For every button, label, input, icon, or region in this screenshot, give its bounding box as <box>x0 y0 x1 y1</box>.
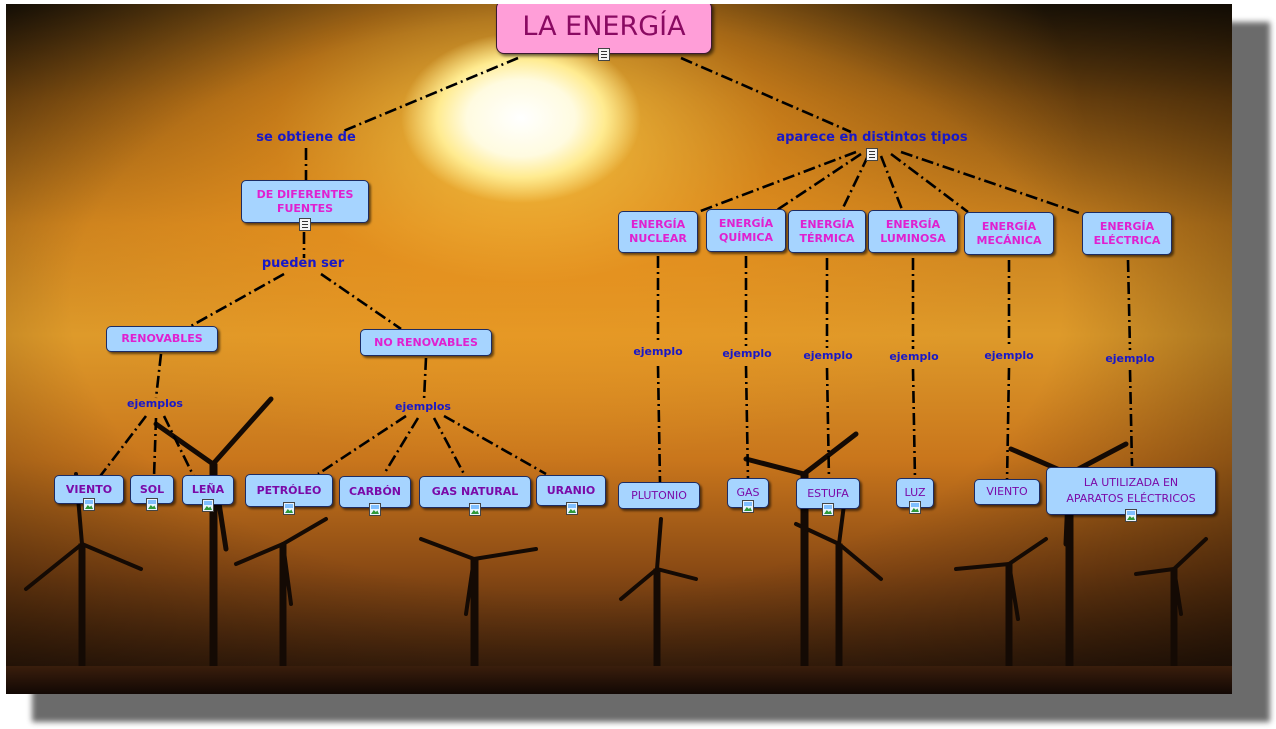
concept-map-canvas: LA ENERGÍA se obtiene de aparece en dist… <box>6 4 1232 694</box>
concept-label: ENERGÍA NUCLEAR <box>629 218 687 245</box>
concept-label: DE DIFERENTES FUENTES <box>256 187 354 215</box>
link-ejemplo-nuclear: ejemplo <box>633 345 683 358</box>
example-label: LEÑA <box>191 483 225 496</box>
image-icon[interactable] <box>83 498 95 511</box>
concept-label: ENERGÍA TÉRMICA <box>799 217 855 245</box>
example-label: GAS NATURAL <box>431 485 519 498</box>
example-gas[interactable]: GAS <box>727 478 769 508</box>
image-icon[interactable] <box>566 502 578 515</box>
example-label: CARBÓN <box>349 485 401 498</box>
concept-label: ENERGÍA LUMINOSA <box>880 217 946 245</box>
image-icon[interactable] <box>283 502 295 515</box>
example-label: LA UTILIZADA EN APARATOS ELÉCTRICOS <box>1066 476 1196 505</box>
connector-lines <box>96 56 1134 483</box>
image-icon[interactable] <box>202 499 214 512</box>
ground <box>6 666 1232 694</box>
concept-label: ENERGÍA MECÁNICA <box>976 219 1042 247</box>
example-label: GAS <box>736 486 760 499</box>
example-sol[interactable]: SOL <box>130 475 174 504</box>
example-label: VIENTO <box>65 482 113 496</box>
example-label: ESTUFA <box>807 486 849 500</box>
concept-de-diferentes-fuentes[interactable]: DE DIFERENTES FUENTES <box>241 180 369 223</box>
document-icon[interactable] <box>866 148 878 161</box>
link-ejemplo-luminosa: ejemplo <box>889 350 939 363</box>
link-ejemplo-electrica: ejemplo <box>1105 352 1155 365</box>
example-aparatos-electricos[interactable]: LA UTILIZADA EN APARATOS ELÉCTRICOS <box>1046 467 1216 515</box>
concept-la-energia[interactable]: LA ENERGÍA <box>496 4 712 54</box>
image-icon[interactable] <box>822 503 834 516</box>
image-icon[interactable] <box>146 498 158 511</box>
concept-no-renovables[interactable]: NO RENOVABLES <box>360 329 492 356</box>
concept-label: RENOVABLES <box>121 332 203 345</box>
concept-energia-mecanica[interactable]: ENERGÍA MECÁNICA <box>964 212 1054 255</box>
concept-energia-termica[interactable]: ENERGÍA TÉRMICA <box>788 210 866 253</box>
link-ejemplo-mecanica: ejemplo <box>984 349 1034 362</box>
concept-energia-nuclear[interactable]: ENERGÍA NUCLEAR <box>618 211 698 253</box>
link-ejemplo-termica: ejemplo <box>803 349 853 362</box>
example-uranio[interactable]: URANIO <box>536 475 606 506</box>
example-viento[interactable]: VIENTO <box>54 475 124 504</box>
concept-energia-luminosa[interactable]: ENERGÍA LUMINOSA <box>868 210 958 253</box>
example-plutonio[interactable]: PLUTONIO <box>618 482 700 509</box>
document-icon[interactable] <box>299 218 311 231</box>
example-label: URANIO <box>546 483 596 497</box>
concept-label: ENERGÍA ELÉCTRICA <box>1093 219 1161 247</box>
link-pueden-ser: pueden ser <box>261 256 345 271</box>
concept-label: ENERGÍA QUÍMICA <box>718 216 774 244</box>
example-viento-mecanica[interactable]: VIENTO <box>974 479 1040 505</box>
concept-renovables[interactable]: RENOVABLES <box>106 326 218 352</box>
document-icon[interactable] <box>598 48 610 61</box>
link-ejemplos-renovables: ejemplos <box>127 397 183 410</box>
link-ejemplo-quimica: ejemplo <box>722 347 772 360</box>
link-ejemplos-no-renovables: ejemplos <box>395 400 451 413</box>
image-icon[interactable] <box>742 500 754 513</box>
example-label: PETRÓLEO <box>256 483 322 497</box>
example-label: PLUTONIO <box>631 488 687 502</box>
image-icon[interactable] <box>469 503 481 516</box>
link-aparece-en-distintos-tipos: aparece en distintos tipos <box>776 130 968 145</box>
image-icon[interactable] <box>1125 509 1137 522</box>
example-label: LUZ <box>904 486 926 499</box>
concept-energia-quimica[interactable]: ENERGÍA QUÍMICA <box>706 209 786 252</box>
example-label: SOL <box>139 482 165 496</box>
link-se-obtiene-de: se obtiene de <box>256 130 356 145</box>
image-icon[interactable] <box>369 503 381 516</box>
concept-label: NO RENOVABLES <box>374 335 478 349</box>
concept-title-label: LA ENERGÍA <box>522 11 686 42</box>
concept-energia-electrica[interactable]: ENERGÍA ELÉCTRICA <box>1082 212 1172 255</box>
image-icon[interactable] <box>909 501 921 514</box>
example-label: VIENTO <box>986 485 1028 498</box>
